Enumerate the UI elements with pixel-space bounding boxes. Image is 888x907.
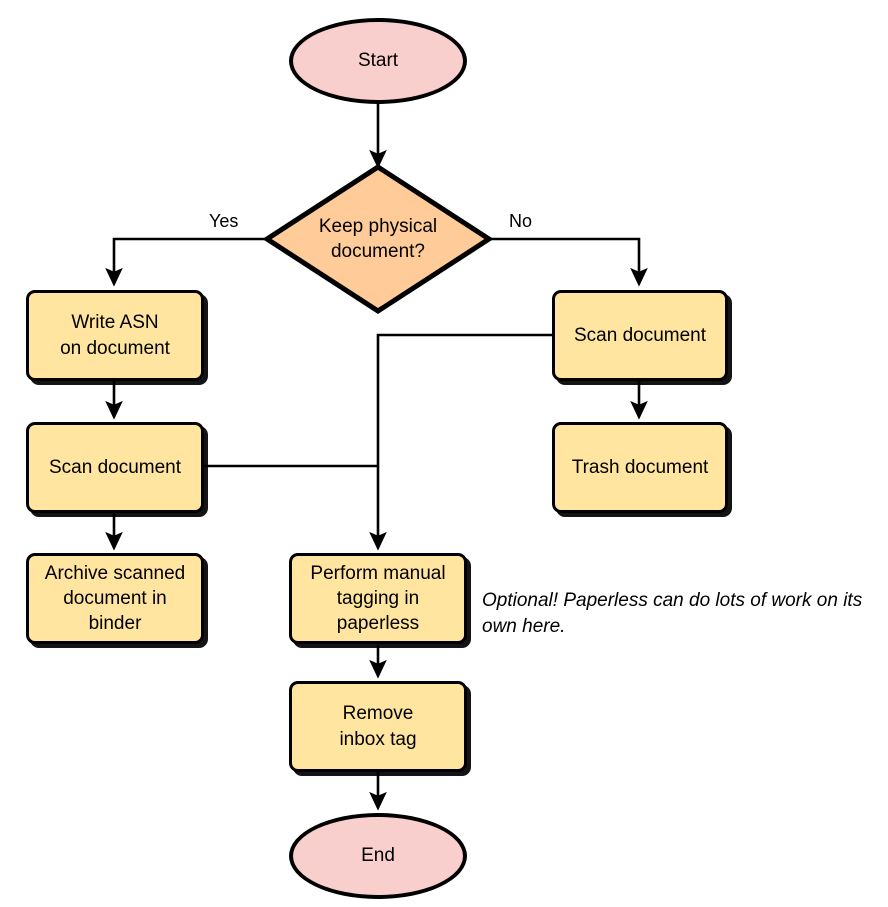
node-remove-inbox-tag-label: Remove inbox tag [339, 703, 417, 750]
edge-decision-no-to-scan-right [489, 237, 648, 287]
node-trash-document[interactable]: Trash document [552, 422, 728, 513]
node-scan-document-right-label: Scan document [573, 324, 707, 346]
node-start[interactable]: Start [289, 18, 467, 104]
edge-label-no: No [509, 211, 533, 231]
node-write-asn[interactable]: Write ASN on document [26, 290, 204, 381]
node-archive-scanned-document[interactable]: Archive scanned document in binder [26, 553, 204, 644]
node-remove-inbox-tag[interactable]: Remove inbox tag [289, 681, 467, 772]
edge-scan-right-to-manual-tagging [369, 333, 552, 551]
node-write-asn-label: Write ASN on document [60, 312, 170, 359]
node-scan-document-left[interactable]: Scan document [26, 422, 204, 513]
edge-label-yes: Yes [209, 211, 239, 231]
node-perform-manual-tagging-label: Perform manual tagging in paperless [310, 562, 446, 635]
node-end[interactable]: End [289, 813, 467, 899]
edge-decision-yes-to-write-asn [105, 237, 267, 287]
node-scan-document-left-label: Scan document [48, 456, 182, 478]
node-scan-document-right[interactable]: Scan document [552, 290, 728, 381]
decision-diamond [262, 164, 494, 314]
node-trash-document-label: Trash document [571, 456, 709, 478]
node-end-label: End [361, 845, 395, 867]
optional-note: Optional! Paperless can do lots of work … [482, 590, 863, 638]
node-perform-manual-tagging[interactable]: Perform manual tagging in paperless [289, 553, 467, 644]
node-start-label: Start [357, 50, 399, 72]
node-archive-scanned-document-label: Archive scanned document in binder [44, 562, 186, 635]
